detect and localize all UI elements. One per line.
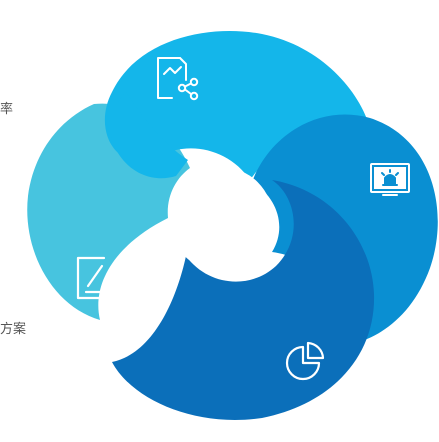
side-label-upper: 率 bbox=[0, 102, 14, 117]
center-hole bbox=[169, 167, 273, 271]
side-label-lower: 方案 bbox=[0, 322, 27, 337]
edit-document-icon bbox=[76, 256, 114, 300]
segment-report-pie bbox=[112, 180, 375, 421]
pie-chart-icon bbox=[285, 341, 325, 381]
monitor-alarm-icon bbox=[370, 163, 410, 196]
chart-share-icon bbox=[157, 57, 199, 101]
segment-analytics-share-overlap bbox=[110, 92, 188, 179]
